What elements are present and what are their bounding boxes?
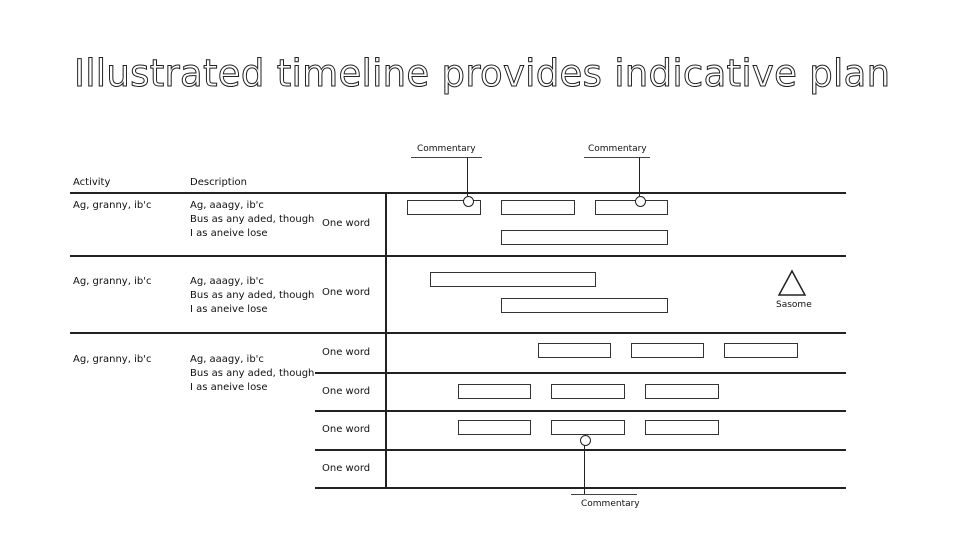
description-1-line-3: I as aneive lose [190,228,268,239]
activity-2: Ag, granny, ib'c [73,276,152,287]
commentary-connector-3 [584,440,585,495]
timeline-left-border [385,192,387,488]
timeline-bar [595,200,668,215]
commentary-connector-2 [639,157,640,196]
activity-3: Ag, granny, ib'c [73,354,152,365]
commentary-marker-3 [580,435,591,446]
commentary-label-3: Commentary [581,499,640,509]
description-2-line-3: I as aneive lose [190,304,268,315]
timeline-bar [458,420,531,435]
commentary-connector-1 [467,157,468,196]
one-word-3d: One word [322,463,371,474]
milestone-triangle-icon [777,269,807,296]
one-word-3c: One word [322,424,371,435]
subrow-divider-1 [315,372,846,374]
description-1-line-1: Ag, aaagy, ib'c [190,200,264,211]
commentary-underline-3 [571,494,637,495]
subrow-divider-3 [315,449,846,451]
timeline-bar [501,298,668,313]
description-2-line-1: Ag, aaagy, ib'c [190,276,264,287]
timeline-bar [407,200,481,215]
row-divider-1 [70,255,846,257]
commentary-underline-2 [584,157,650,158]
timeline-bar [631,343,704,358]
subrow-divider-2 [315,410,846,412]
one-word-2: One word [322,287,371,298]
timeline-bar [551,420,625,435]
timeline-bar [551,384,625,399]
commentary-marker-1 [463,196,474,207]
commentary-marker-2 [635,196,646,207]
timeline-bar [458,384,531,399]
timeline-bar [538,343,611,358]
description-3-line-1: Ag, aaagy, ib'c [190,354,264,365]
activity-1: Ag, granny, ib'c [73,200,152,211]
commentary-underline-1 [411,157,482,158]
row-divider-2 [70,332,846,334]
timeline-bar [645,384,719,399]
one-word-3b: One word [322,386,371,397]
timeline-bar [501,200,575,215]
commentary-label-1: Commentary [417,144,476,154]
description-1-line-2: Bus as any aded, though [190,214,315,225]
page-title: Illustrated timeline provides indicative… [73,52,891,96]
timeline-bottom-line [315,487,846,489]
header-activity: Activity [73,177,111,188]
timeline-bar [501,230,668,245]
description-3-line-3: I as aneive lose [190,382,268,393]
milestone-label: Sasome [776,300,812,310]
timeline-bar [430,272,596,287]
header-divider [70,192,846,194]
timeline-bar [645,420,719,435]
commentary-label-2: Commentary [588,144,647,154]
description-3-line-2: Bus as any aded, though [190,368,315,379]
one-word-1: One word [322,218,371,229]
timeline-bar [724,343,798,358]
one-word-3a: One word [322,347,371,358]
header-description: Description [190,177,247,188]
description-2-line-2: Bus as any aded, though [190,290,315,301]
